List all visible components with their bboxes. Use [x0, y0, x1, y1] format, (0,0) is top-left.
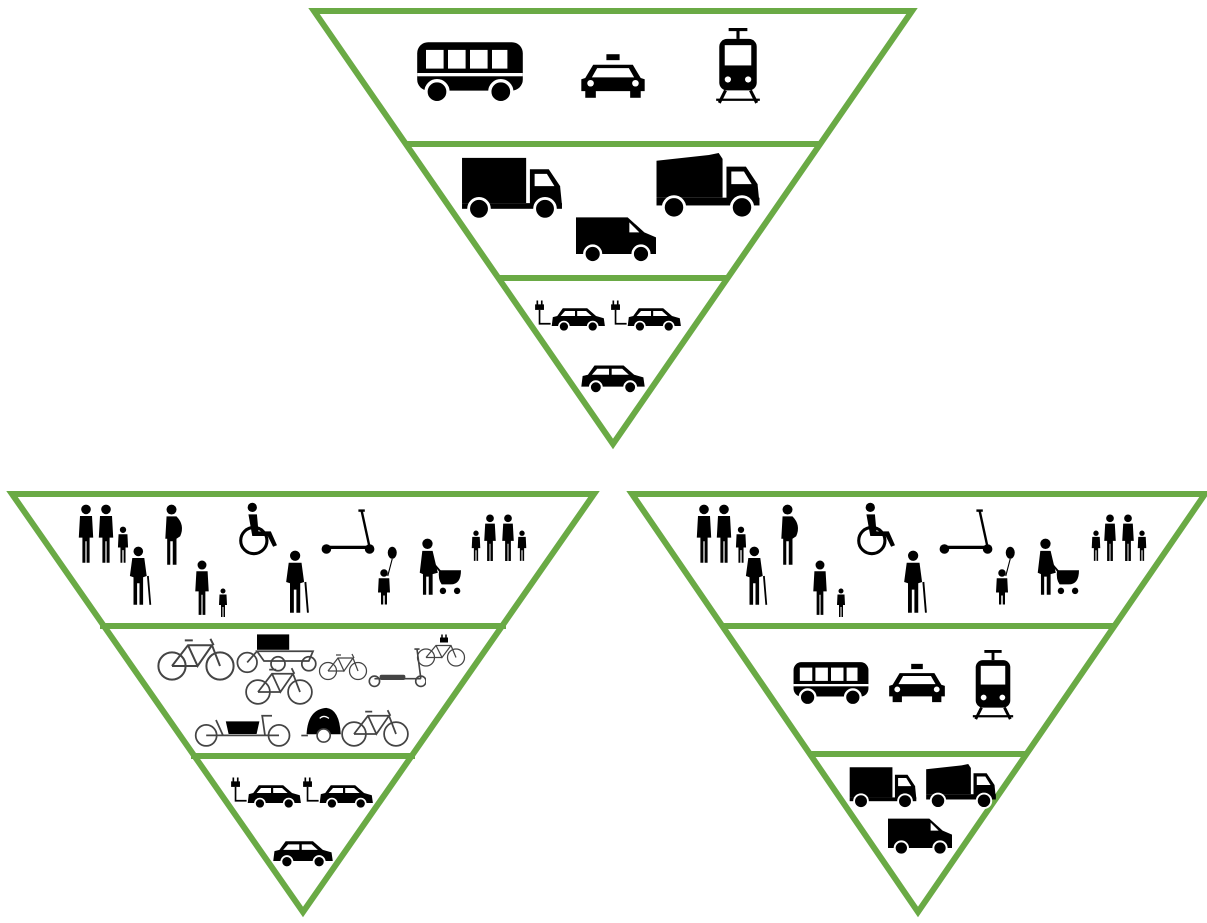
top-pyramid [308, 8, 918, 450]
bottom-right-pyramid-frame [626, 491, 1207, 918]
bottom-left-pyramid [6, 491, 600, 918]
bottom-right-pyramid [626, 491, 1207, 918]
